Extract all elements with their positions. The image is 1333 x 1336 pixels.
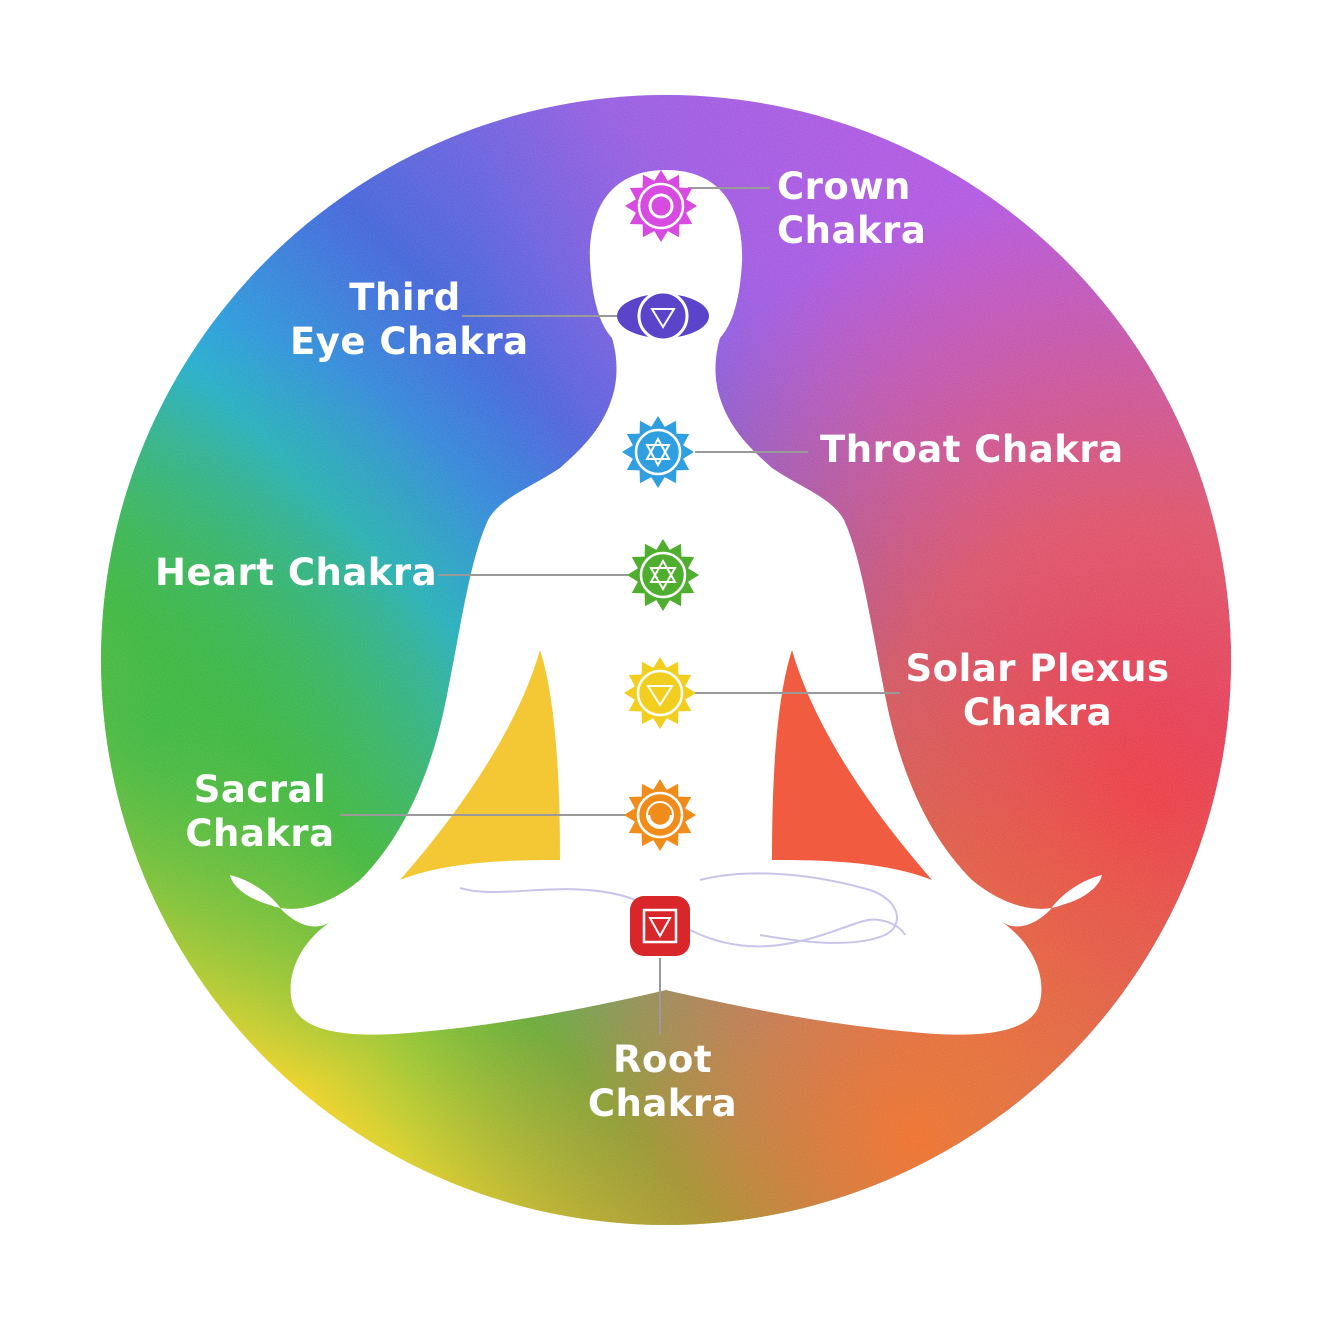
label-third-eye-chakra: Third Eye Chakra (290, 276, 529, 363)
root-chakra-icon (630, 896, 690, 956)
third-eye-chakra-icon (617, 290, 709, 342)
label-sacral-chakra: Sacral Chakra (185, 768, 335, 855)
label-root-chakra: Root Chakra (587, 1038, 738, 1125)
label-crown-chakra: Crown Chakra (777, 165, 927, 252)
throat-chakra-icon (622, 416, 694, 488)
rainbow-background-circle (101, 95, 1231, 1225)
sacral-chakra-icon (624, 779, 696, 851)
connector-lines (340, 187, 900, 1035)
heart-chakra-icon (627, 539, 699, 611)
chakra-symbols (617, 170, 709, 956)
right-arm-gap (772, 650, 932, 880)
leg-outline-lower (699, 872, 898, 944)
label-throat-chakra: Throat Chakra (820, 428, 1124, 471)
left-arm-gap (400, 650, 560, 880)
label-heart-chakra: Heart Chakra (155, 551, 438, 594)
crown-chakra-icon (625, 170, 697, 242)
solar-plexus-chakra-icon (624, 657, 696, 729)
label-solar-plexus-chakra: Solar Plexus Chakra (905, 647, 1170, 734)
